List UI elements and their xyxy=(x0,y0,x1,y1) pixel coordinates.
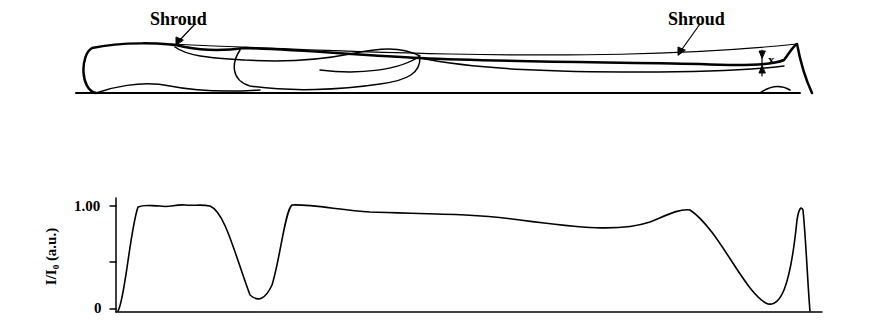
arrow-head xyxy=(759,51,765,58)
shroud-line xyxy=(170,44,797,55)
arrow-head xyxy=(678,47,685,55)
arrow-head xyxy=(176,37,183,45)
x-axis xyxy=(116,311,822,313)
part-label: Shroud xyxy=(668,10,725,28)
body-outline xyxy=(83,43,812,93)
tick xyxy=(110,261,116,263)
dimension-label: x xyxy=(768,53,775,66)
leader-line xyxy=(680,24,700,52)
y-axis xyxy=(115,198,117,312)
arm-contour xyxy=(175,47,420,72)
leg-contour xyxy=(420,58,784,72)
heel-contour xyxy=(760,86,790,93)
part-label: Shroud xyxy=(150,10,207,28)
axis-tick-label: 1.00 xyxy=(74,199,100,214)
axis-tick-label: 0 xyxy=(94,301,102,316)
hands-contour xyxy=(234,50,420,90)
arrow-head xyxy=(759,66,765,73)
intensity-curve xyxy=(118,205,810,311)
back-contour xyxy=(96,84,260,93)
ground-line xyxy=(76,92,800,94)
tick xyxy=(110,308,116,310)
axis-title: I/I₀ (a.u.) xyxy=(44,227,59,284)
tick xyxy=(110,205,116,207)
